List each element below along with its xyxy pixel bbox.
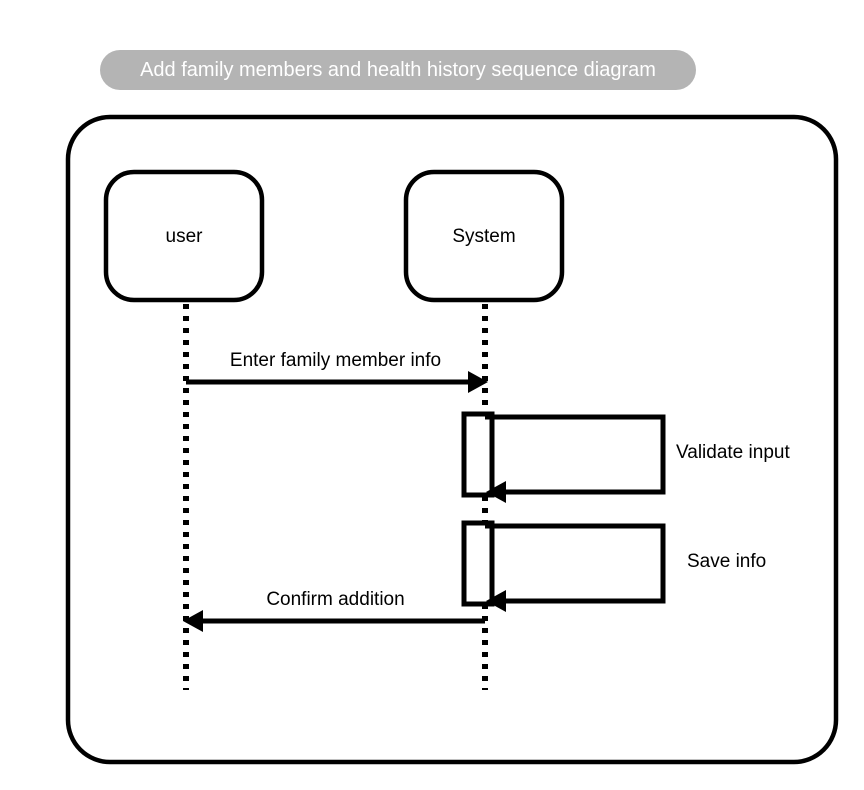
message-label-confirm-addition: Confirm addition [266,589,405,610]
arrowhead-enter-info [468,371,488,393]
self-message-loop-validate [485,414,666,495]
self-message-loop-save [485,523,666,604]
activation-bar-save [461,520,495,607]
actor-box-user[interactable] [103,169,265,303]
arrowhead-save [486,590,506,612]
message-label-save-info: Save info [687,551,767,572]
message-label-enter-info: Enter family member info [229,350,442,371]
message-label-validate-input: Validate input [676,442,790,463]
title-banner-shape [100,50,696,90]
arrowhead-validate [486,481,506,503]
actor-label-system: System [452,226,516,247]
arrowhead-confirm-addition [183,610,203,632]
actor-label-user: user [165,226,203,247]
activation-bar-validate [461,411,495,498]
diagram-title: Add family members and health history se… [140,59,656,81]
actor-box-system[interactable] [403,169,565,303]
